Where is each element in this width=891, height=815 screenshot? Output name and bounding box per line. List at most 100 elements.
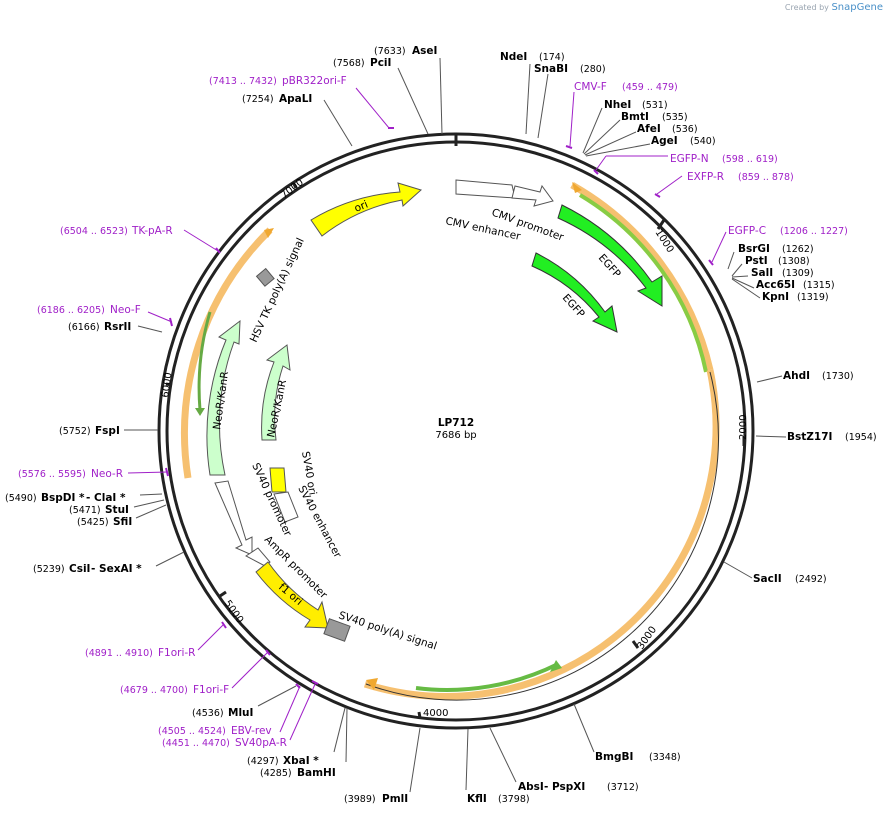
site-bamhi[interactable]: (4285) BamHI: [260, 767, 336, 779]
svg-text:(6186 .. 6205): (6186 .. 6205): [37, 305, 105, 316]
site-snabi[interactable]: SnaBI(280): [534, 63, 606, 75]
feature-hsv-tk-polya[interactable]: [255, 267, 275, 287]
site-bspdi-clai[interactable]: (5490)BspDI * - ClaI *: [5, 492, 126, 504]
site-fspi[interactable]: (5752)FspI: [59, 425, 120, 437]
site-xbai[interactable]: (4297)XbaI *: [247, 755, 319, 767]
primer-exfp-r[interactable]: EXFP-R(859 .. 878): [687, 171, 794, 183]
tick-label-2000: 2000: [738, 415, 749, 440]
primer-tk-pa-r[interactable]: (6504 .. 6523)TK-pA-R: [60, 225, 173, 237]
svg-text:(5425): (5425): [77, 517, 109, 528]
site-afei[interactable]: AfeI(536): [637, 123, 698, 135]
site-kpni[interactable]: KpnI(1319): [762, 291, 829, 303]
svg-text:XbaI *: XbaI *: [283, 755, 319, 767]
primer-sv40pa-r[interactable]: (4451 .. 4470)SV40pA-R: [162, 737, 287, 749]
site-pmli[interactable]: (3989)PmlI: [344, 793, 408, 805]
feature-neor-outer[interactable]: [206, 319, 241, 476]
feature-egfp-inner[interactable]: [531, 252, 618, 333]
svg-text:(459 .. 479): (459 .. 479): [622, 82, 678, 93]
site-bsrgi[interactable]: BsrGI(1262): [738, 243, 814, 255]
site-csii-sexai[interactable]: (5239)CsiI - SexAI *: [33, 563, 142, 575]
svg-text:(4891 .. 4910): (4891 .. 4910): [85, 648, 153, 659]
svg-text:BsrGI: BsrGI: [738, 243, 770, 255]
svg-text:(4505 .. 4524): (4505 .. 4524): [158, 726, 226, 737]
primer-cmv-f[interactable]: CMV-F(459 .. 479): [574, 81, 678, 93]
site-asei[interactable]: (7633) AseI: [374, 45, 437, 57]
site-kfli[interactable]: KflI(3798): [467, 793, 530, 805]
primer-neo-r[interactable]: (5576 .. 5595)Neo-R: [18, 468, 123, 480]
tick-6000: [165, 382, 173, 387]
site-psti[interactable]: PstI(1308): [745, 255, 810, 267]
svg-text:(3348): (3348): [649, 752, 681, 763]
svg-text:SfiI: SfiI: [113, 516, 132, 528]
primer-egfp-c[interactable]: EGFP-C(1206 .. 1227): [728, 225, 848, 237]
feature-sv40-enhancer[interactable]: [273, 491, 299, 523]
svg-text:(3712): (3712): [607, 782, 639, 793]
orf-green-left: [197, 311, 212, 411]
watermark: Created by SnapGene: [785, 2, 883, 13]
feature-sv40-promoter[interactable]: [214, 480, 253, 556]
svg-text:AseI: AseI: [412, 45, 437, 57]
feature-cmv-promoter[interactable]: [511, 184, 554, 207]
feature-egfp-outer[interactable]: [557, 204, 663, 307]
tick-1000: [656, 219, 666, 230]
svg-text:(7633): (7633): [374, 46, 406, 57]
site-sfii[interactable]: (5425) SfiI: [77, 516, 132, 528]
svg-text:(4285): (4285): [260, 768, 292, 779]
tick-label-6000: 6000: [160, 372, 174, 399]
site-bmgbi[interactable]: BmgBI(3348): [595, 751, 681, 763]
watermark-prefix: Created by: [784, 3, 829, 12]
feature-ampr-promoter[interactable]: [245, 547, 271, 567]
svg-text:EGFP-N: EGFP-N: [670, 153, 709, 165]
site-sacii[interactable]: SacII(2492): [753, 573, 827, 585]
site-bstz17i[interactable]: BstZ17I(1954): [787, 431, 877, 443]
site-mlui[interactable]: (4536)MluI: [192, 707, 253, 719]
site-ndei[interactable]: NdeI(174): [500, 51, 565, 63]
svg-text:(5752): (5752): [59, 426, 91, 437]
feature-cmv-enhancer[interactable]: [455, 179, 516, 199]
svg-text:(535): (535): [662, 112, 688, 123]
svg-text:AhdI: AhdI: [783, 370, 810, 382]
svg-text:ApaLI: ApaLI: [279, 93, 312, 105]
svg-text:(3989): (3989): [344, 794, 376, 805]
label-hsv-tk-polya: HSV TK poly(A) signal: [248, 236, 307, 344]
orf-arc-egfp: [570, 181, 714, 371]
svg-text:(859 .. 878): (859 .. 878): [738, 172, 794, 183]
svg-text:(5576 .. 5595): (5576 .. 5595): [18, 469, 86, 480]
primer-neo-f[interactable]: (6186 .. 6205) Neo-F: [37, 304, 141, 316]
svg-text:CsiI: CsiI: [69, 563, 90, 575]
orf-arrowhead-bottom: [366, 678, 378, 690]
svg-text:(1206 .. 1227): (1206 .. 1227): [780, 226, 848, 237]
feature-ori[interactable]: [310, 182, 422, 237]
primer-f1ori-r[interactable]: (4891 .. 4910)F1ori-R: [85, 647, 195, 659]
site-ahdi[interactable]: AhdI(1730): [783, 370, 854, 382]
primer-egfp-n[interactable]: EGFP-N(598 .. 619): [670, 153, 778, 165]
site-absi-pspxi[interactable]: AbsI - PspXI(3712): [518, 781, 639, 793]
svg-text:(1309): (1309): [782, 268, 814, 279]
site-bmti[interactable]: BmtI(535): [621, 111, 688, 123]
svg-text:(540): (540): [690, 136, 716, 147]
site-rsrii[interactable]: (6166)RsrII: [68, 321, 131, 333]
primer-leaders: [127, 87, 727, 741]
site-acc65i[interactable]: Acc65I(1315): [756, 279, 835, 291]
orf-green-bottom: [415, 662, 559, 692]
tick-label-5000: 5000: [222, 598, 246, 625]
site-stui[interactable]: (5471)StuI: [69, 504, 129, 516]
primer-ebv-rev[interactable]: (4505 .. 4524)EBV-rev: [158, 725, 272, 737]
site-apali[interactable]: (7254)ApaLI: [242, 93, 312, 105]
svg-text:RsrII: RsrII: [104, 321, 131, 333]
svg-text:NheI: NheI: [604, 99, 631, 111]
primer-f1ori-f[interactable]: (4679 .. 4700)F1ori-F: [120, 684, 229, 696]
feature-f1-ori[interactable]: [255, 561, 329, 629]
site-pcii[interactable]: (7568)PciI: [333, 57, 391, 69]
primer-pbr322ori-f[interactable]: (7413 .. 7432)pBR322ori-F: [209, 75, 347, 87]
svg-text:(6504 .. 6523): (6504 .. 6523): [60, 226, 128, 237]
site-sali[interactable]: SalI(1309): [751, 267, 814, 279]
svg-text:Neo-F: Neo-F: [110, 304, 141, 316]
tick-5000: [219, 590, 227, 598]
site-nhei[interactable]: NheI(531): [604, 99, 668, 111]
label-sv40-enhancer: SV40 enhancer: [295, 484, 343, 561]
svg-text:BamHI: BamHI: [297, 767, 336, 779]
site-agei[interactable]: AgeI(540): [651, 135, 716, 147]
feature-neor-inner[interactable]: [261, 344, 291, 441]
feature-sv40-polya[interactable]: [323, 618, 351, 642]
